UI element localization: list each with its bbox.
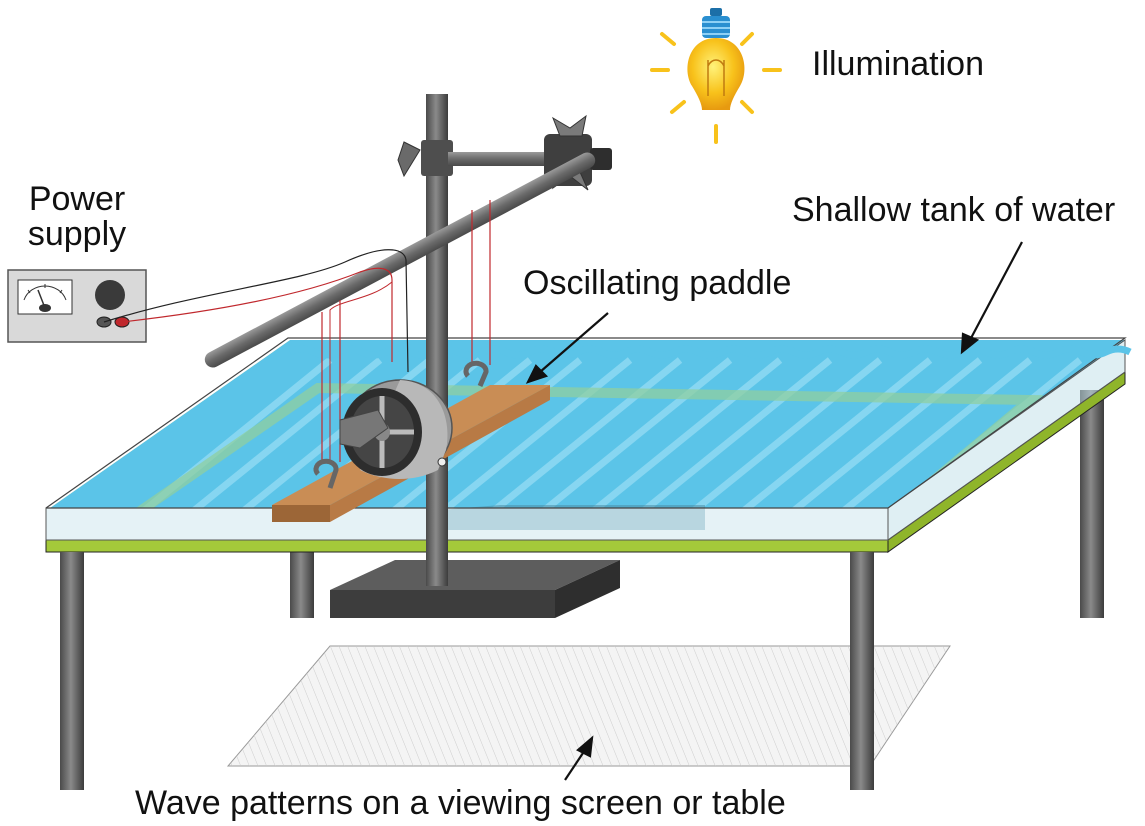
motor-icon xyxy=(339,379,453,480)
hook-right xyxy=(463,360,489,387)
tank-rim xyxy=(45,337,1127,509)
light-bulb-icon xyxy=(650,8,782,144)
power-supply-label-line1: Power xyxy=(28,180,126,218)
power-knob[interactable] xyxy=(95,280,125,310)
table-leg-front-right xyxy=(850,552,874,790)
tank-glass-front xyxy=(45,507,889,541)
stand-base-side xyxy=(555,560,620,618)
wire-black xyxy=(103,249,409,373)
tank-glass-side xyxy=(887,339,1126,541)
power-supply-label-line2: supply xyxy=(27,215,127,253)
arrow-tank xyxy=(969,241,1023,341)
table-edge-front xyxy=(45,539,889,553)
paddle-label: Oscillating paddle xyxy=(523,264,792,302)
table-leg-back-right xyxy=(1080,390,1104,618)
illumination-label: Illumination xyxy=(812,45,984,83)
clamp-arm xyxy=(448,152,558,166)
clamp-wingnut xyxy=(397,141,421,178)
arrow-paddle xyxy=(539,312,609,373)
table-leg-back-left xyxy=(290,540,314,618)
screen-label: Wave patterns on a viewing screen or tab… xyxy=(135,784,786,822)
water xyxy=(50,340,1125,508)
stand-base-top xyxy=(330,560,620,590)
stand-base xyxy=(330,590,555,618)
tank-label: Shallow tank of water xyxy=(792,191,1116,229)
support-rod xyxy=(204,152,596,368)
power-supply xyxy=(7,269,147,343)
hook-left xyxy=(313,458,339,489)
arrow-screen xyxy=(564,749,586,781)
wire-red-2 xyxy=(329,281,393,460)
wave-pattern xyxy=(228,646,950,766)
table-leg-front-left xyxy=(60,552,84,790)
power-supply-label: Power supply xyxy=(14,182,140,252)
wire-red xyxy=(121,267,393,362)
